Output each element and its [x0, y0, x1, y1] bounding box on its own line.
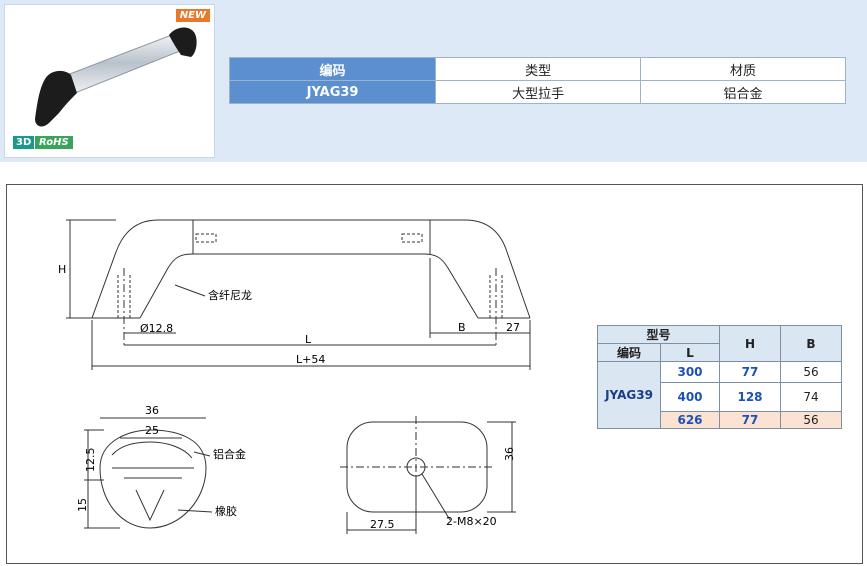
dim-b: B [458, 321, 466, 334]
dim-hole: Ø12.8 [140, 322, 173, 335]
spec-row-l: 300 [660, 361, 720, 383]
handle-front-inner [139, 253, 479, 319]
spec-row-l: 626 [660, 411, 720, 429]
spec-row-l: 400 [660, 382, 720, 412]
dim-l54: L+54 [296, 353, 325, 366]
dim-12-5: 12.5 [84, 448, 97, 473]
info-type-value: 大型拉手 [435, 80, 642, 104]
spec-code: JYAG39 [597, 361, 661, 429]
spec-header-l: L [660, 343, 720, 362]
thread-spec: 2-M8×20 [446, 515, 497, 528]
dim-27: 27 [506, 321, 520, 334]
info-header-type: 类型 [435, 57, 642, 81]
section-rubber-label: 橡胶 [215, 504, 237, 518]
spec-row-h: 128 [719, 382, 781, 412]
spec-row-h: 77 [719, 411, 781, 429]
material-note: 含纤尼龙 [208, 288, 252, 302]
spec-table: 型号 H B 编码 L JYAG39 300 77 56 400 128 74 … [597, 325, 842, 429]
handle-product-image [35, 27, 197, 127]
spec-row-b: 74 [780, 382, 842, 412]
spec-header-h: H [719, 325, 781, 362]
dim-15: 15 [76, 498, 89, 512]
info-header-material: 材质 [640, 57, 846, 81]
section-alloy-label: 铝合金 [213, 447, 246, 461]
spec-row-b: 56 [780, 361, 842, 383]
spec-header-code: 编码 [597, 343, 661, 362]
3d-badge: 3D [13, 136, 35, 149]
info-code-value: JYAG39 [228, 80, 437, 104]
spec-header-model: 型号 [597, 325, 720, 344]
dim-36: 36 [145, 404, 159, 417]
product-image-card: NEW 3D RoHS [4, 4, 215, 158]
dim-h: H [58, 263, 66, 276]
section-outline [99, 429, 207, 529]
handle-front-outline [91, 219, 531, 319]
info-material-value: 铝合金 [640, 80, 846, 104]
dim-l: L [305, 333, 312, 346]
product-info-table: 编码 类型 材质 JYAG39 大型拉手 铝合金 [228, 57, 846, 104]
info-header-code: 编码 [228, 57, 437, 81]
dim-end-36: 36 [503, 447, 516, 461]
spec-row-h: 77 [719, 361, 781, 383]
spec-row-b: 56 [780, 411, 842, 429]
dim-27-5: 27.5 [370, 518, 395, 531]
new-badge: NEW [175, 9, 210, 22]
rohs-badge: RoHS [35, 136, 73, 149]
spec-header-b: B [780, 325, 842, 362]
dim-25: 25 [145, 424, 159, 437]
technical-drawing-frame [6, 184, 863, 564]
